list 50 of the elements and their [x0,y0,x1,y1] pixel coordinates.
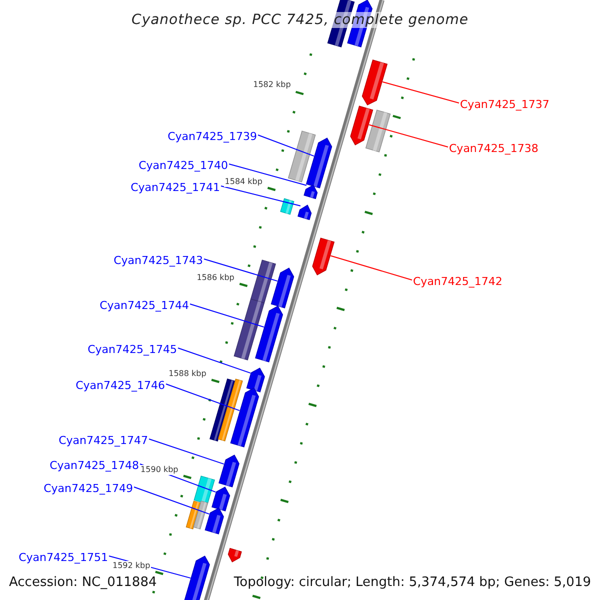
gene-feature [312,238,335,276]
scale-label: 1586 kbp [196,273,236,284]
leader-line [148,438,224,465]
leader-line [178,348,251,374]
leader-line [190,304,264,328]
category-box [234,298,265,360]
title: Cyanothece sp. PCC 7425, complete genome [132,12,468,28]
scale-label: 1582 kbp [252,80,292,90]
gene-label: Cyan7425_1751 [18,551,108,564]
leader-line [382,81,460,104]
scale-label: 1590 kbp [140,465,180,476]
leader-line [368,124,448,148]
scale-label: 1588 kbp [168,369,208,380]
gene-label: Cyan7425_1745 [88,343,177,356]
scale-label: 1592 kbp [111,561,152,572]
gene-label: Cyan7425_1748 [50,459,139,472]
leader-line [228,164,307,186]
genome-info: Accession: NC_011884 [9,575,157,591]
leader-line [204,258,278,282]
category-box [250,260,276,304]
gene-feature [362,60,388,106]
gene-label: Cyan7425_1738 [449,142,538,155]
gene-label: Cyan7425_1743 [114,254,203,267]
category-box [218,378,243,442]
gene-feature [298,204,312,220]
leader-line [166,384,240,412]
gene-feature [270,268,294,308]
scale-label: 1584 kbp [224,177,264,188]
gene-label: Cyan7425_1739 [168,130,257,143]
leader-line [330,255,412,280]
gene-feature [228,548,242,562]
gene-label: Cyan7425_1740 [138,159,228,172]
leader-line [134,486,210,515]
category-box [288,130,316,182]
gene-label: Cyan7425_1746 [76,379,165,392]
leader-line [258,134,314,157]
gene-label: Cyan7425_1749 [44,482,133,495]
gene-feature [204,508,224,534]
gene-feature [218,454,240,488]
gene-label: Cyan7425_1744 [100,299,189,312]
genome-info: Topology: circular; Length: 5,374,574 bp; Genes: 5,019 [234,575,591,591]
gene-label: Cyan7425_1747 [58,434,148,447]
category-box [280,198,294,215]
leader-line [220,186,301,206]
gene-label: Cyan7425_1742 [413,275,502,288]
category-box [193,500,208,530]
gene-label: Cyan7425_1741 [130,181,220,194]
gene-feature [304,184,318,200]
gene-label: Cyan7425_1737 [460,98,550,111]
category-box [365,110,391,152]
